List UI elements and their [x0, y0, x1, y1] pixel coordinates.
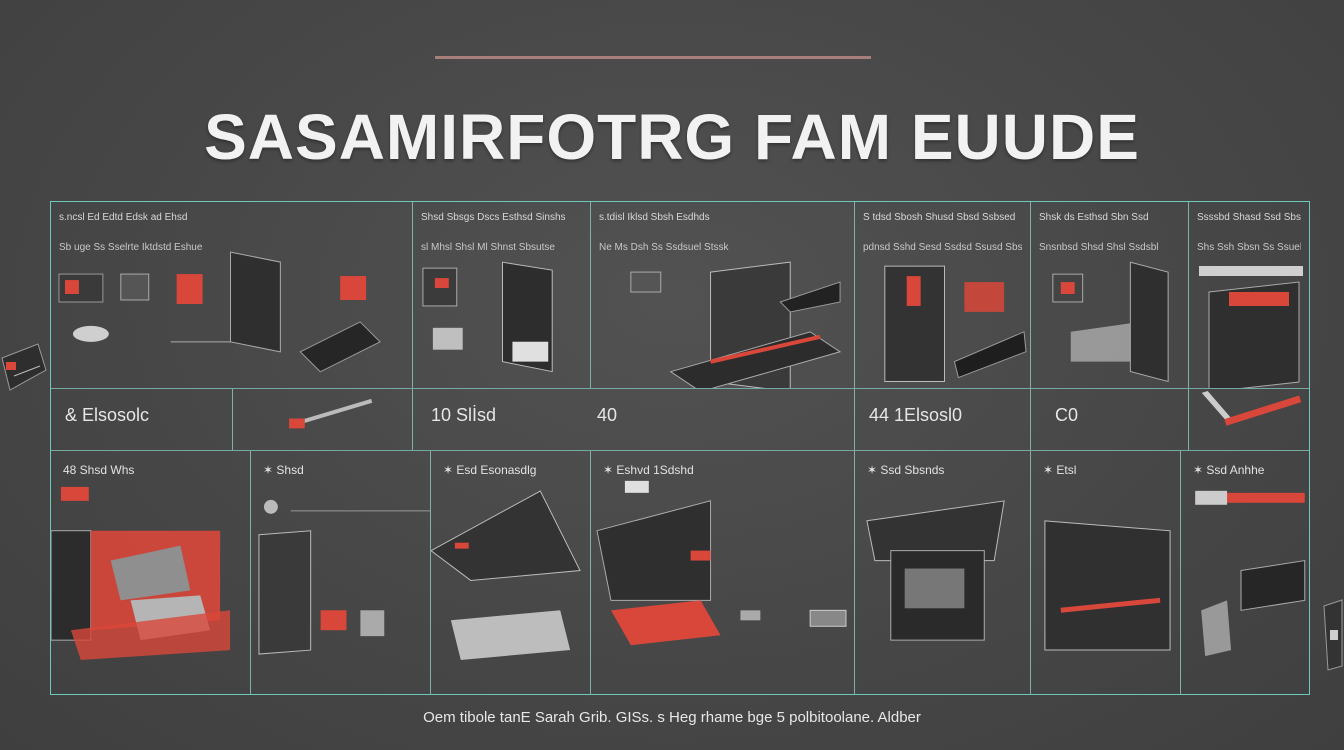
- device-illustration: [630, 261, 842, 388]
- bottom-cell-4: ✶ Eshvd 1Sdshd: [591, 451, 855, 694]
- step-label: ✶ Esd Esonasdlg: [443, 463, 537, 477]
- step-number-label: 10 Slİsd: [431, 405, 497, 425]
- device-illustration: [1044, 520, 1171, 651]
- step-number-label: & Elsosolc: [65, 405, 150, 425]
- step-number-label: 44 1Elsosl0: [869, 405, 963, 425]
- cell-caption: s.tdisl Iklsd Sbsh Esdhds: [599, 212, 710, 223]
- cell-caption: s.ncsl Ed Edtd Edsk ad Ehsd: [59, 212, 188, 223]
- device-illustration: [596, 480, 847, 646]
- bottom-cell-2: ✶ Shsd: [251, 451, 431, 694]
- step-number-label: 40: [597, 405, 618, 425]
- step-label: ✶ Eshvd 1Sdshd: [603, 463, 694, 477]
- cell-caption: pdnsd Sshd Sesd Ssdsd Ssusd Sbsd: [863, 242, 1022, 253]
- device-illustration: [884, 265, 1027, 383]
- top-cell-6: Ssssbd Shasd Ssd Sbsd Ssuhd Shs Ssh Sbsn…: [1189, 202, 1309, 388]
- step-label: ✶ Etsl: [1043, 463, 1077, 477]
- side-device-left: [1, 343, 47, 391]
- top-cell-4: S tdsd Sbosh Shusd Sbsd Ssbsed pdnsd Ssh…: [855, 202, 1031, 388]
- bottom-cell-6: ✶ Etsl: [1031, 451, 1181, 694]
- cell-caption: Shs Ssh Sbsn Ss Ssuel Ssbsl: [1197, 242, 1301, 253]
- guide-grid: s.ncsl Ed Edtd Edsk ad Ehsd Sb uge Ss Ss…: [50, 201, 1310, 695]
- top-cell-3: s.tdisl Iklsd Sbsh Esdhds Ne Ms Dsh Ss S…: [591, 202, 855, 388]
- guide-row-top: s.ncsl Ed Edtd Edsk ad Ehsd Sb uge Ss Ss…: [51, 202, 1309, 388]
- bottom-cell-3: ✶ Esd Esonasdlg: [431, 451, 591, 694]
- mid-cell-5: C0: [1031, 389, 1189, 450]
- cell-caption: S tdsd Sbosh Shusd Sbsd Ssbsed: [863, 212, 1016, 223]
- tool-illustration: [1201, 390, 1302, 426]
- cell-caption: Ne Ms Dsh Ss Ssdsuel Stssk: [599, 242, 729, 253]
- mid-cell-3: 10 Slİsd 40: [413, 389, 855, 450]
- device-illustration: [58, 251, 381, 373]
- cell-caption: sl Mhsl Shsl Ml Shnst Sbsutse: [421, 242, 555, 253]
- bottom-cell-1: 48 Shsd Whs: [51, 451, 251, 694]
- step-label: ✶ Shsd: [263, 463, 304, 477]
- cell-caption: Shsd Sbsgs Dscs Esthsd Sinshs: [421, 212, 566, 223]
- device-illustration: [1052, 261, 1169, 383]
- top-divider-line: [435, 56, 871, 59]
- mid-cell-6: [1189, 389, 1309, 450]
- cell-caption: Ssssbd Shasd Ssd Sbsd Ssuhd: [1197, 212, 1301, 223]
- step-number-label: C0: [1055, 405, 1079, 425]
- page-title: SASAMIRFOTRG FAM EUUDE: [204, 101, 1140, 173]
- side-device-right: [1323, 599, 1343, 671]
- device-illustration: [51, 486, 231, 661]
- mid-cell-1: & Elsosolc: [51, 389, 233, 450]
- top-cell-1: s.ncsl Ed Edtd Edsk ad Ehsd Sb uge Ss Ss…: [51, 202, 413, 388]
- cell-caption: Snsnbsd Shsd Shsl Ssdsbl: [1039, 242, 1159, 253]
- device-illustration: [258, 499, 430, 655]
- top-cell-5: Shsk ds Esthsd Sbn Ssd Snsnbsd Shsd Shsl…: [1031, 202, 1189, 388]
- device-illustration: [422, 261, 553, 373]
- step-label: ✶ Ssd Anhhe: [1193, 463, 1265, 477]
- device-illustration: [1199, 266, 1303, 388]
- cell-caption: Shsk ds Esthsd Sbn Ssd: [1039, 212, 1149, 223]
- step-label: 48 Shsd Whs: [63, 463, 135, 477]
- device-illustration: [866, 500, 1005, 641]
- device-illustration: [1195, 490, 1306, 657]
- mid-cell-2: [233, 389, 413, 450]
- step-label: ✶ Ssd Sbsnds: [867, 463, 945, 477]
- footer-caption: Oem tibole tanE Sarah Grib. GISs. s Heg …: [423, 709, 921, 726]
- cell-caption: Sb uge Ss Sselrte Iktdstd Eshue: [59, 242, 203, 253]
- guide-row-middle: & Elsosolc 10 Slİsd 40 44 1Elsosl0 C0: [51, 388, 1309, 450]
- bottom-cell-5: ✶ Ssd Sbsnds: [855, 451, 1031, 694]
- guide-row-bottom: 48 Shsd Whs ✶ Shsd ✶ Esd Esonasdlg: [51, 450, 1309, 694]
- top-cell-2: Shsd Sbsgs Dscs Esthsd Sinshs sl Mhsl Sh…: [413, 202, 591, 388]
- device-illustration: [431, 490, 581, 660]
- tool-illustration: [289, 398, 373, 429]
- mid-cell-4: 44 1Elsosl0: [855, 389, 1031, 450]
- bottom-cell-7: ✶ Ssd Anhhe: [1181, 451, 1309, 694]
